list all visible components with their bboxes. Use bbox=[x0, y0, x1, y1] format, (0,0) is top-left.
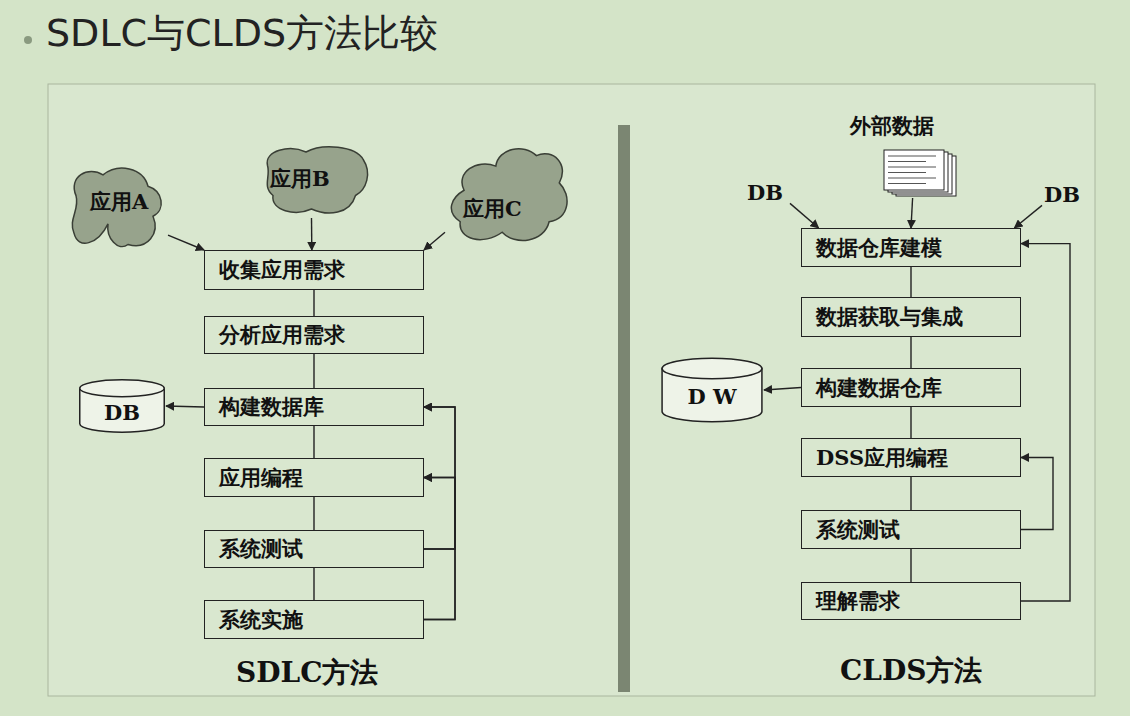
flow-connector bbox=[313, 290, 314, 316]
process-box: 构建数据仓库 bbox=[801, 368, 1021, 407]
method-caption: SDLC方法 bbox=[236, 654, 378, 692]
process-box: 数据仓库建模 bbox=[801, 228, 1021, 267]
flow-connector bbox=[1021, 458, 1053, 530]
node-text: 应用B bbox=[270, 165, 330, 193]
cylinder-top bbox=[662, 358, 762, 378]
flow-connector bbox=[311, 218, 313, 250]
document-text-line bbox=[888, 166, 936, 167]
application-cloud: 应用A bbox=[68, 158, 168, 252]
node-text: D W bbox=[687, 384, 736, 409]
node-text: 系统测试 bbox=[219, 535, 303, 563]
flow-connector bbox=[168, 235, 204, 250]
flow-connector bbox=[764, 388, 801, 391]
flow-connector bbox=[910, 267, 911, 297]
node-text: 数据仓库建模 bbox=[816, 234, 942, 262]
application-cloud: 应用C bbox=[445, 143, 572, 248]
node-text: 收集应用需求 bbox=[219, 256, 345, 284]
node-text: DSS应用编程 bbox=[816, 444, 948, 472]
process-box: 构建数据库 bbox=[204, 388, 424, 426]
process-box: 系统实施 bbox=[204, 600, 424, 639]
node-text: DB bbox=[1044, 182, 1080, 207]
node-text: 分析应用需求 bbox=[219, 321, 345, 349]
cloud-outline bbox=[445, 143, 572, 248]
document-stack-icon bbox=[882, 148, 962, 198]
node-text: 构建数据仓库 bbox=[816, 374, 942, 402]
divider-bar bbox=[618, 125, 630, 692]
process-box: 收集应用需求 bbox=[204, 250, 424, 290]
process-box: 系统测试 bbox=[204, 530, 424, 568]
database-cylinder: D W bbox=[660, 356, 764, 424]
process-box: 分析应用需求 bbox=[204, 316, 424, 354]
flow-connector bbox=[313, 568, 314, 600]
source-label: DB bbox=[1042, 182, 1088, 208]
node-text: 数据获取与集成 bbox=[816, 303, 963, 331]
flow-connector bbox=[313, 426, 314, 458]
source-label: DB bbox=[745, 180, 790, 206]
process-box: 理解需求 bbox=[801, 582, 1021, 620]
flow-connector bbox=[1021, 244, 1070, 601]
document-text-line bbox=[888, 172, 926, 173]
application-cloud: 应用B bbox=[262, 143, 372, 218]
external-data-stack: 外部数据 bbox=[840, 112, 972, 198]
node-text: 应用A bbox=[90, 188, 148, 216]
document-text-line bbox=[888, 161, 926, 162]
slide-title: SDLC与CLDS方法比较 bbox=[46, 8, 438, 59]
flow-connector bbox=[911, 198, 913, 228]
flow-connector bbox=[424, 478, 455, 550]
node-text: 理解需求 bbox=[816, 587, 900, 615]
document-text-line bbox=[888, 177, 936, 178]
process-box: DSS应用编程 bbox=[801, 438, 1021, 477]
cloud-path bbox=[72, 168, 161, 246]
document-text-line bbox=[888, 183, 926, 184]
flow-connector bbox=[166, 406, 204, 407]
process-box: 系统测试 bbox=[801, 510, 1021, 549]
flow-connector bbox=[910, 549, 911, 582]
flow-connector bbox=[790, 203, 819, 228]
node-text: 系统实施 bbox=[219, 606, 303, 634]
node-text: 系统测试 bbox=[816, 516, 900, 544]
flow-connector bbox=[910, 337, 911, 368]
document-sheet bbox=[884, 150, 944, 190]
process-box: 数据获取与集成 bbox=[801, 297, 1021, 337]
node-text: 外部数据 bbox=[850, 112, 934, 140]
cloud-path bbox=[451, 149, 567, 241]
flow-connector bbox=[424, 407, 455, 620]
node-text: DB bbox=[747, 180, 783, 205]
flow-connector bbox=[313, 354, 314, 388]
document-text-line bbox=[888, 155, 936, 156]
process-box: 应用编程 bbox=[204, 458, 424, 497]
node-text: 应用编程 bbox=[219, 464, 303, 492]
flow-connector bbox=[424, 232, 445, 250]
cylinder-top bbox=[80, 380, 164, 397]
frame-panel bbox=[48, 84, 1095, 696]
database-cylinder: DB bbox=[78, 378, 166, 434]
method-caption: CLDS方法 bbox=[840, 652, 982, 690]
flow-connector bbox=[910, 477, 911, 510]
node-text: DB bbox=[104, 400, 140, 425]
node-text: 应用C bbox=[463, 195, 522, 223]
flow-connector bbox=[1014, 205, 1042, 228]
cloud-path bbox=[267, 147, 367, 213]
flow-connector bbox=[313, 497, 314, 530]
bullet-dot bbox=[24, 36, 32, 44]
node-text: 构建数据库 bbox=[219, 393, 324, 421]
flow-connector bbox=[910, 407, 911, 438]
flow-connector bbox=[424, 478, 455, 620]
